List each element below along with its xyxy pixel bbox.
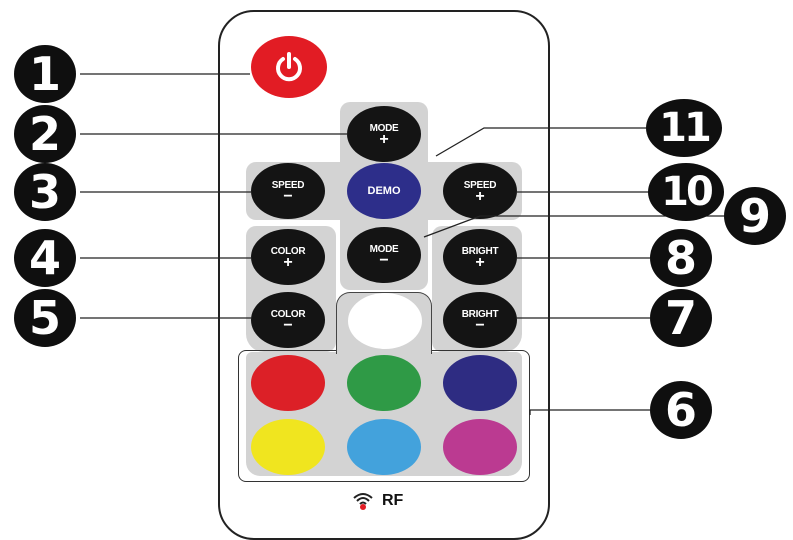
callout-9: 9 xyxy=(724,187,786,245)
speed-plus-label: SPEED xyxy=(463,179,497,191)
callout-7: 7 xyxy=(650,289,712,347)
color-plus-label: COLOR xyxy=(270,245,306,257)
wireless-signal-icon xyxy=(353,493,373,510)
remote-diagram: MODE + SPEED − DEMO SPEED + MODE − COLOR… xyxy=(14,10,786,540)
power-icon xyxy=(276,52,302,82)
mode-plus-button[interactable]: MODE + xyxy=(347,106,421,162)
mode-plus-sign: + xyxy=(379,130,389,148)
color-plus-button[interactable]: COLOR + xyxy=(251,229,325,285)
bright-plus-button[interactable]: BRIGHT + xyxy=(443,229,517,285)
callout-3: 3 xyxy=(14,163,76,221)
color-minus-button[interactable]: COLOR − xyxy=(251,292,325,348)
speed-minus-button[interactable]: SPEED − xyxy=(251,163,325,219)
rf-label: RF xyxy=(382,492,404,509)
color-plus-sign: + xyxy=(283,253,293,271)
green-color-button[interactable] xyxy=(347,355,421,411)
white-color-button[interactable] xyxy=(348,293,422,349)
callout-4: 4 xyxy=(14,229,76,287)
speed-plus-sign: + xyxy=(475,187,485,205)
bright-minus-button[interactable]: BRIGHT − xyxy=(443,292,517,348)
callout-5: 5 xyxy=(14,289,76,347)
yellow-color-button[interactable] xyxy=(251,419,325,475)
mode-minus-button[interactable]: MODE − xyxy=(347,227,421,283)
mode-minus-label: MODE xyxy=(369,243,399,255)
callout-6: 6 xyxy=(650,381,712,439)
speed-plus-button[interactable]: SPEED + xyxy=(443,163,517,219)
demo-label: DEMO xyxy=(367,185,401,197)
demo-button[interactable]: DEMO xyxy=(347,163,421,219)
speed-minus-label: SPEED xyxy=(271,179,305,191)
light-blue-color-button[interactable] xyxy=(347,419,421,475)
bright-plus-label: BRIGHT xyxy=(461,245,499,257)
rf-indicator: RF xyxy=(352,491,403,511)
mode-minus-sign: − xyxy=(379,251,389,269)
power-button[interactable] xyxy=(251,36,327,98)
blue-color-button[interactable] xyxy=(443,355,517,411)
callout-10: 10 xyxy=(648,163,724,221)
callout-2: 2 xyxy=(14,105,76,163)
color-minus-label: COLOR xyxy=(270,308,306,320)
bright-plus-sign: + xyxy=(475,253,485,271)
bright-minus-label: BRIGHT xyxy=(461,308,499,320)
speed-minus-sign: − xyxy=(283,187,293,205)
color-minus-sign: − xyxy=(283,316,293,334)
callout-1: 1 xyxy=(14,45,76,103)
callout-leader-lines xyxy=(80,73,726,415)
callout-8: 8 xyxy=(650,229,712,287)
bright-minus-sign: − xyxy=(475,316,485,334)
red-color-button[interactable] xyxy=(251,355,325,411)
callout-11: 11 xyxy=(646,99,722,157)
mode-plus-label: MODE xyxy=(369,122,399,134)
magenta-color-button[interactable] xyxy=(443,419,517,475)
